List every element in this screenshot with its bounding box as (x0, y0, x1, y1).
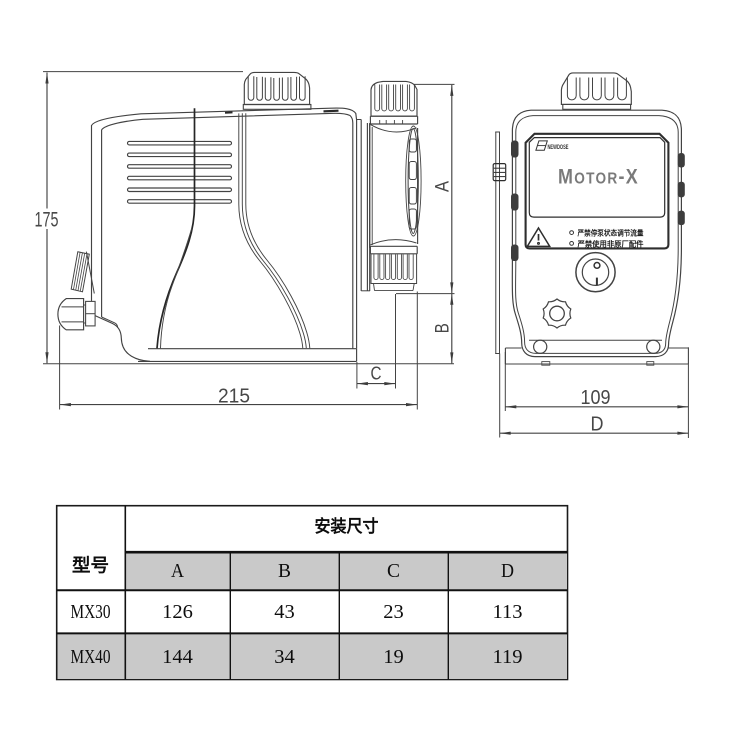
svg-text:C: C (371, 364, 382, 384)
svg-text:215: 215 (218, 386, 250, 408)
svg-text:NEWDOSE: NEWDOSE (548, 144, 569, 151)
svg-text:19: 19 (383, 646, 404, 668)
svg-text:MX40: MX40 (71, 646, 111, 668)
svg-text:B: B (433, 323, 454, 333)
svg-text:34: 34 (274, 646, 295, 668)
svg-text:严禁使用非原厂配件: 严禁使用非原厂配件 (577, 239, 645, 248)
svg-text:126: 126 (162, 601, 193, 623)
svg-text:安装尺寸: 安装尺寸 (315, 516, 379, 536)
svg-text:43: 43 (274, 601, 295, 623)
svg-text:C: C (387, 561, 400, 582)
svg-text:MX30: MX30 (71, 601, 111, 623)
svg-text:型号: 型号 (72, 554, 109, 575)
svg-text:严禁停泵状态调节流量: 严禁停泵状态调节流量 (577, 229, 644, 238)
svg-text:175: 175 (35, 209, 59, 232)
svg-text:D: D (591, 414, 604, 436)
svg-text:B: B (278, 561, 291, 582)
svg-text:144: 144 (162, 646, 193, 668)
svg-text:119: 119 (493, 646, 523, 668)
svg-text:A: A (433, 181, 454, 192)
svg-text:A: A (171, 561, 184, 582)
svg-text:109: 109 (581, 387, 611, 409)
svg-text:D: D (501, 561, 514, 582)
svg-text:23: 23 (383, 601, 404, 623)
svg-text:113: 113 (493, 601, 523, 623)
svg-text:MOTOR-X: MOTOR-X (558, 166, 639, 189)
